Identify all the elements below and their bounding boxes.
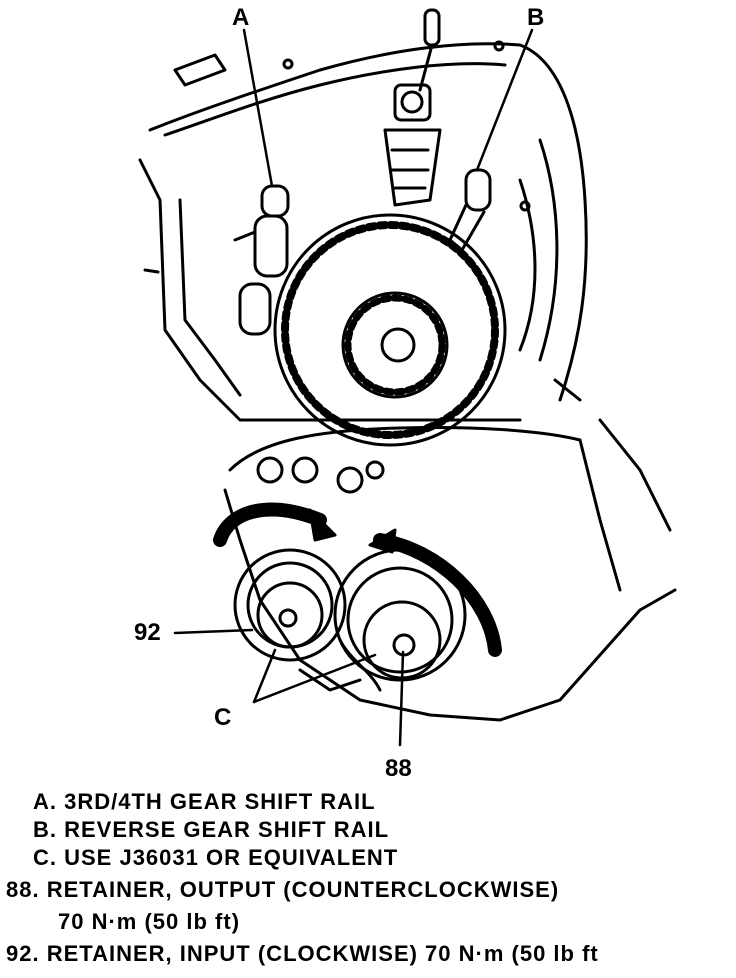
- shift-rail-a: [233, 184, 290, 336]
- legend-item-88: 88. RETAINER, OUTPUT (COUNTERCLOCKWISE): [6, 877, 560, 902]
- large-gear: [273, 213, 507, 447]
- input-retainer: [233, 548, 347, 662]
- upper-case-view: [138, 8, 588, 447]
- legend-item-92: 92. RETAINER, INPUT (CLOCKWISE) 70 N·m (…: [6, 941, 599, 966]
- callout-b: B: [527, 4, 545, 31]
- callout-92: 92: [134, 619, 161, 646]
- small-gear: [341, 291, 449, 399]
- legend-item-a: A. 3RD/4TH GEAR SHIFT RAIL: [33, 789, 376, 814]
- callout-c: C: [214, 704, 232, 731]
- callout-88: 88: [385, 755, 412, 782]
- callout-a: A: [232, 4, 250, 31]
- transmission-illustration: [138, 8, 677, 747]
- legend-item-c: C. USE J36031 OR EQUIVALENT: [33, 845, 399, 870]
- legend-item-88-torque: 70 N·m (50 lb ft): [58, 909, 241, 934]
- shift-rail-b: [448, 168, 492, 252]
- legend-item-b: B. REVERSE GEAR SHIFT RAIL: [33, 817, 390, 842]
- lower-retainer-view: [173, 418, 677, 747]
